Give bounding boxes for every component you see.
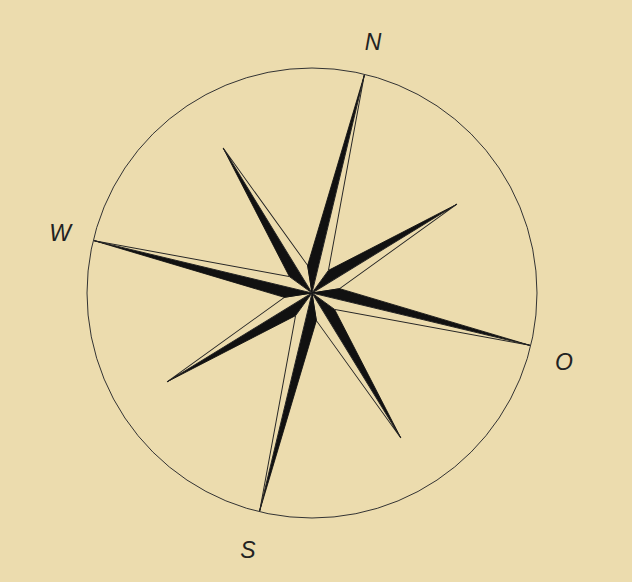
compass-star xyxy=(42,23,582,563)
direction-label: S xyxy=(240,539,255,562)
direction-label: W xyxy=(49,222,71,245)
direction-label: O xyxy=(555,351,573,374)
compass-circle xyxy=(87,68,537,518)
direction-label: N xyxy=(365,31,382,54)
